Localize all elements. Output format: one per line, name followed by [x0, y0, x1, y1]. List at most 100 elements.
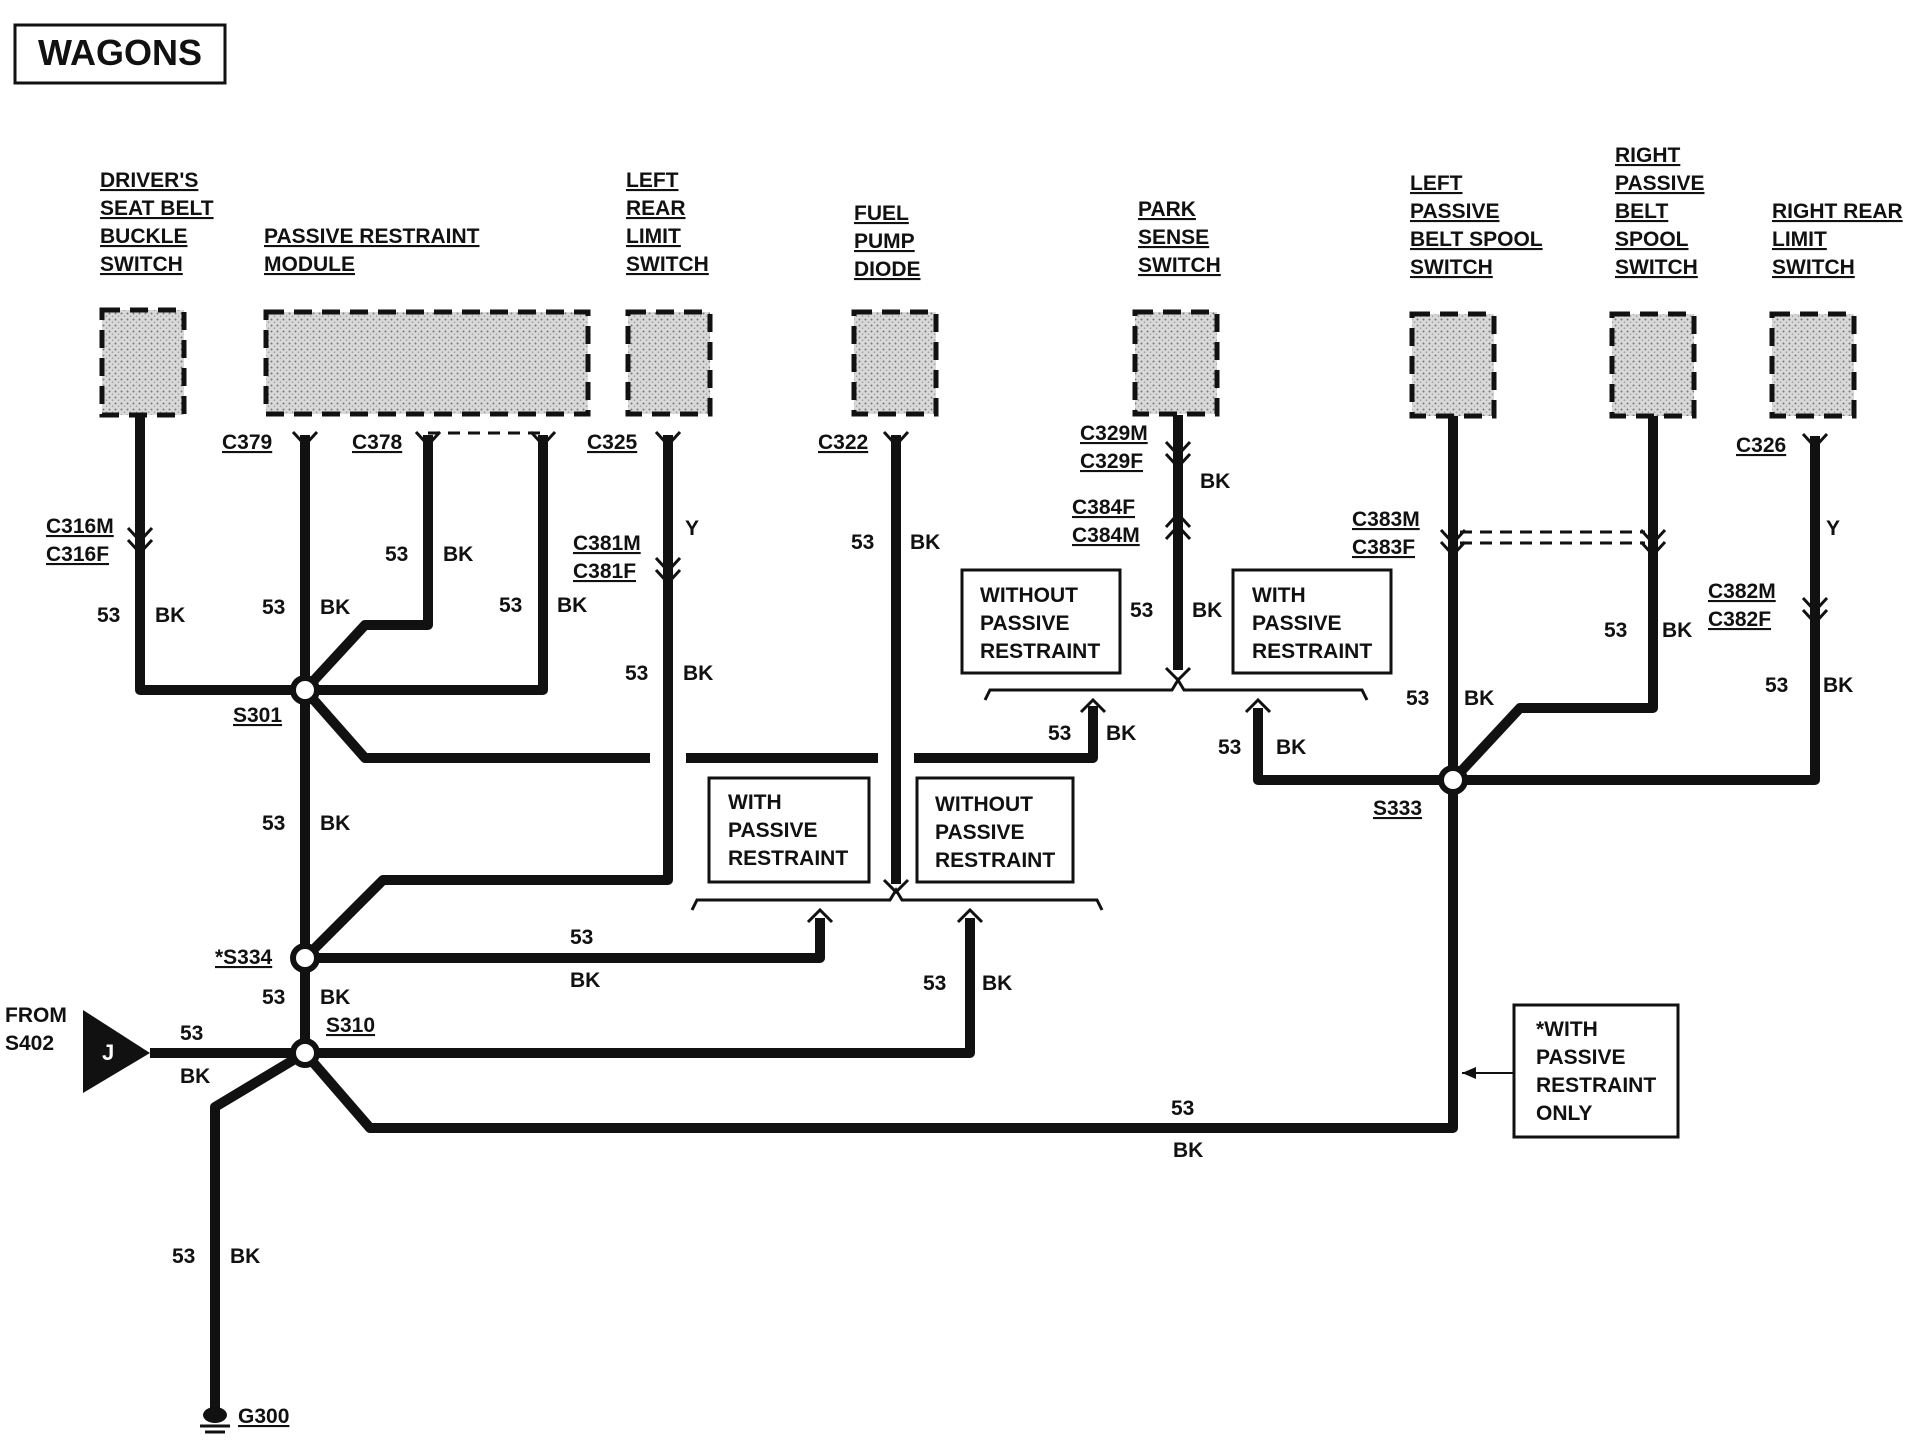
- park-sense-box: [1132, 309, 1220, 417]
- svg-text:C384F: C384F: [1072, 496, 1135, 519]
- svg-text:WITHOUT: WITHOUT: [980, 584, 1078, 607]
- label-drivers-switch: DRIVER'S SEAT BELT BUCKLE SWITCH: [100, 169, 214, 276]
- svg-text:53: 53: [923, 972, 946, 995]
- svg-text:*WITH: *WITH: [1536, 1018, 1598, 1041]
- svg-text:MODULE: MODULE: [264, 253, 355, 276]
- svg-text:C384M: C384M: [1072, 524, 1140, 547]
- svg-text:SPOOL: SPOOL: [1615, 228, 1689, 251]
- left-spool-box: [1409, 311, 1497, 419]
- svg-text:BUCKLE: BUCKLE: [100, 225, 188, 248]
- note-with-park: WITH PASSIVE RESTRAINT: [1231, 568, 1393, 675]
- svg-text:BELT SPOOL: BELT SPOOL: [1410, 228, 1543, 251]
- svg-text:S310: S310: [326, 1014, 375, 1037]
- svg-text:C383M: C383M: [1352, 508, 1420, 531]
- left-rear-limit-box: [625, 309, 713, 417]
- svg-text:BK: BK: [180, 1065, 210, 1088]
- svg-text:S301: S301: [233, 704, 282, 727]
- ground-label: G300: [238, 1405, 289, 1428]
- from-j-letter: J: [102, 1040, 114, 1065]
- svg-text:ONLY: ONLY: [1536, 1102, 1592, 1125]
- svg-text:C382M: C382M: [1708, 580, 1776, 603]
- svg-text:DIODE: DIODE: [854, 258, 921, 281]
- label-left-spool: LEFT PASSIVE BELT SPOOL SWITCH: [1410, 172, 1543, 279]
- svg-text:WITH: WITH: [1252, 584, 1306, 607]
- svg-text:C381M: C381M: [573, 532, 641, 555]
- svg-text:PASSIVE: PASSIVE: [980, 612, 1069, 635]
- svg-text:BK: BK: [1823, 674, 1853, 697]
- note-with-diode: WITH PASSIVE RESTRAINT: [707, 776, 871, 884]
- svg-text:FUEL: FUEL: [854, 202, 909, 225]
- svg-text:LEFT: LEFT: [626, 169, 679, 192]
- label-right-spool: RIGHT PASSIVE BELT SPOOL SWITCH: [1615, 144, 1704, 279]
- svg-text:BK: BK: [1192, 599, 1222, 622]
- svg-text:BK: BK: [1173, 1139, 1203, 1162]
- svg-text:53: 53: [1406, 687, 1429, 710]
- svg-text:C316F: C316F: [46, 543, 109, 566]
- svg-text:SWITCH: SWITCH: [1772, 256, 1855, 279]
- svg-text:53: 53: [1218, 736, 1241, 759]
- svg-text:BELT: BELT: [1615, 200, 1668, 223]
- svg-text:PASSIVE: PASSIVE: [1252, 612, 1341, 635]
- svg-text:BK: BK: [1464, 687, 1494, 710]
- svg-text:BK: BK: [570, 969, 600, 992]
- right-spool-box: [1609, 311, 1697, 419]
- svg-text:SWITCH: SWITCH: [1410, 256, 1493, 279]
- svg-text:WITHOUT: WITHOUT: [935, 793, 1033, 816]
- prm-box: [263, 309, 591, 417]
- svg-text:PASSIVE: PASSIVE: [1410, 200, 1499, 223]
- svg-text:LEFT: LEFT: [1410, 172, 1463, 195]
- from-label-1: FROM: [5, 1004, 67, 1027]
- svg-text:Y: Y: [1826, 517, 1840, 540]
- wires: [135, 415, 1820, 1410]
- svg-text:REAR: REAR: [626, 197, 686, 220]
- from-label-2: S402: [5, 1032, 54, 1055]
- fuel-pump-diode-box: [851, 309, 939, 417]
- svg-text:SWITCH: SWITCH: [1138, 254, 1221, 277]
- label-park-sense: PARK SENSE SWITCH: [1138, 198, 1221, 277]
- svg-text:53: 53: [1171, 1097, 1194, 1120]
- svg-text:53: 53: [172, 1245, 195, 1268]
- svg-text:53: 53: [625, 662, 648, 685]
- svg-text:RESTRAINT: RESTRAINT: [1536, 1074, 1656, 1097]
- svg-text:RESTRAINT: RESTRAINT: [980, 640, 1100, 663]
- svg-text:53: 53: [385, 543, 408, 566]
- splice-s310: [290, 1038, 320, 1068]
- svg-text:BK: BK: [1106, 722, 1136, 745]
- svg-text:RESTRAINT: RESTRAINT: [728, 847, 848, 870]
- svg-text:C382F: C382F: [1708, 608, 1771, 631]
- svg-text:BK: BK: [982, 972, 1012, 995]
- svg-text:BK: BK: [910, 531, 940, 554]
- svg-text:C326: C326: [1736, 434, 1786, 457]
- title-box: WAGONS: [13, 23, 227, 85]
- svg-text:PARK: PARK: [1138, 198, 1196, 221]
- svg-text:BK: BK: [443, 543, 473, 566]
- svg-text:53: 53: [1130, 599, 1153, 622]
- label-right-rear-limit: RIGHT REAR LIMIT SWITCH: [1772, 200, 1903, 279]
- svg-text:WITH: WITH: [728, 791, 782, 814]
- svg-text:PASSIVE: PASSIVE: [1615, 172, 1704, 195]
- ground-icon: [200, 1407, 230, 1434]
- svg-text:SWITCH: SWITCH: [1615, 256, 1698, 279]
- svg-text:RIGHT: RIGHT: [1615, 144, 1681, 167]
- note-without-diode: WITHOUT PASSIVE RESTRAINT: [915, 776, 1075, 884]
- svg-text:C383F: C383F: [1352, 536, 1415, 559]
- svg-text:BK: BK: [320, 812, 350, 835]
- diode-option-bracket: [690, 887, 1104, 911]
- svg-text:BK: BK: [230, 1245, 260, 1268]
- svg-text:53: 53: [1048, 722, 1071, 745]
- svg-text:PASSIVE: PASSIVE: [1536, 1046, 1625, 1069]
- svg-text:PASSIVE: PASSIVE: [935, 821, 1024, 844]
- splice-s333: [1438, 765, 1468, 795]
- svg-text:C316M: C316M: [46, 515, 114, 538]
- svg-text:SWITCH: SWITCH: [626, 253, 709, 276]
- svg-text:53: 53: [262, 986, 285, 1009]
- svg-text:BK: BK: [320, 596, 350, 619]
- label-fuel-pump-diode: FUEL PUMP DIODE: [854, 202, 921, 281]
- svg-text:BK: BK: [683, 662, 713, 685]
- svg-text:C329M: C329M: [1080, 422, 1148, 445]
- svg-text:C325: C325: [587, 431, 638, 454]
- splice-s301: [290, 675, 320, 705]
- drivers-switch-box: [99, 307, 187, 418]
